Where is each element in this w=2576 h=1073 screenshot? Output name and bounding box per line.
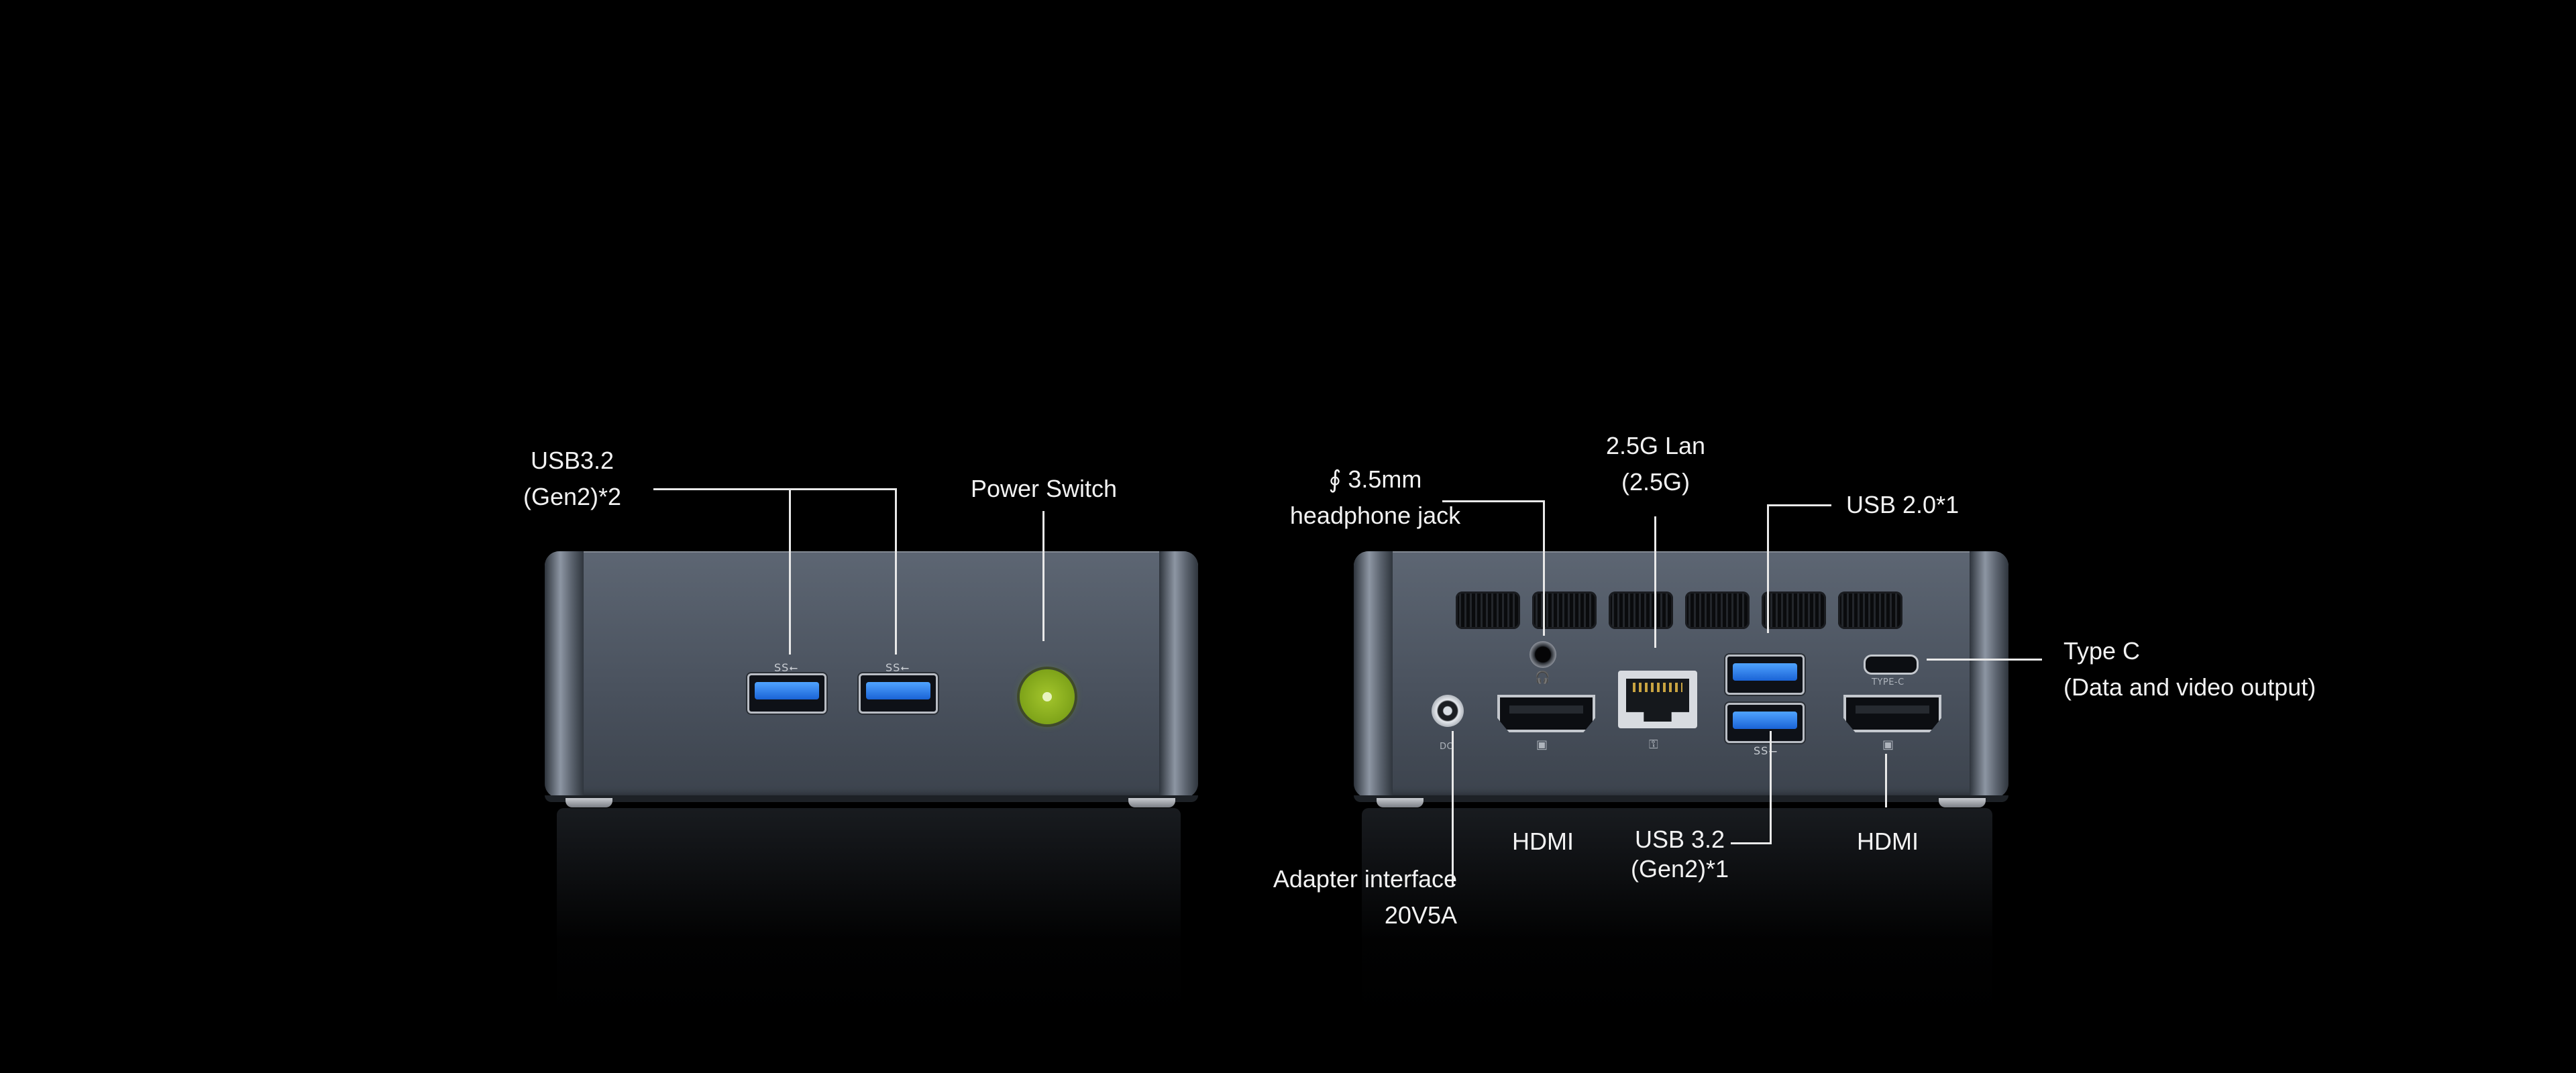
headphone-jack xyxy=(1529,641,1556,668)
vent-grille xyxy=(1456,591,1520,629)
front-device-left-edge xyxy=(545,551,584,798)
adapter-label-line1: Adapter interface xyxy=(1273,865,1457,893)
usb-port-tongue xyxy=(755,682,819,699)
lan-label: 2.5G Lan (2.5G) xyxy=(1583,428,1728,500)
hdmi-icon: ▣ xyxy=(1882,738,1894,752)
rear-device-right-edge xyxy=(1970,551,2008,798)
power-switch-label: Power Switch xyxy=(953,471,1135,507)
lan-callout-line xyxy=(1654,516,1656,648)
adapter-label-line2: 20V5A xyxy=(1384,901,1457,929)
vent-grille xyxy=(1838,591,1902,629)
usb-port-tongue xyxy=(866,682,930,699)
type-c-label-line1: Type C xyxy=(2063,637,2141,665)
power-led xyxy=(1042,692,1052,701)
type-c-label-line2: (Data and video output) xyxy=(2063,673,2316,701)
rear-device-bottom xyxy=(1354,795,2008,802)
usb-callout-drop-1 xyxy=(789,488,791,655)
rear-device-foot-left xyxy=(1377,798,1424,807)
lan-label-line2: (2.5G) xyxy=(1621,468,1690,496)
vent-grille xyxy=(1762,591,1826,629)
hdmi-right-label: HDMI xyxy=(1841,824,1935,860)
hdmi-port-right xyxy=(1843,695,1941,732)
usb-logo-icon: SS⭠ xyxy=(774,661,799,674)
usb-callout-horizontal xyxy=(653,488,896,490)
headphone-callout-drop xyxy=(1543,500,1545,636)
rear-usb2-port xyxy=(1725,655,1805,695)
lan-label-line1: 2.5G Lan xyxy=(1605,432,1706,459)
usb32-rear-label: USB 3.2 (Gen2)*1 xyxy=(1621,825,1739,884)
usb32-rear-label-line1: USB 3.2 xyxy=(1634,826,1725,853)
rear-device: DC 🎧 ▣ ⚿ SS⭠ TYPE-C ▣ xyxy=(1354,551,2008,802)
usb-callout-drop-2 xyxy=(895,488,897,655)
type-c-label: Type C (Data and video output) xyxy=(2063,633,2316,705)
usb32-front-label-line1: USB3.2 xyxy=(530,447,614,474)
usb32-callout-horizontal xyxy=(1731,842,1772,844)
usb-logo-icon: SS⭠ xyxy=(1754,744,1778,757)
front-device-right-edge xyxy=(1159,551,1198,798)
rear-device-left-edge xyxy=(1354,551,1393,798)
front-device-foot-right xyxy=(1128,798,1175,807)
usb32-rear-label-line2: (Gen2)*1 xyxy=(1630,855,1729,883)
usb2-label-text: USB 2.0*1 xyxy=(1846,491,1960,518)
hdmi-right-callout-line xyxy=(1885,754,1887,807)
usb2-callout-horizontal xyxy=(1767,504,1831,506)
front-device: SS⭠ SS⭠ xyxy=(545,551,1198,802)
rear-usb32-port xyxy=(1725,703,1805,743)
usb-logo-icon: SS⭠ xyxy=(885,661,910,674)
power-callout-line xyxy=(1042,511,1044,641)
rear-device-reflection xyxy=(1362,808,1992,1029)
power-switch-label-text: Power Switch xyxy=(970,475,1118,502)
front-device-reflection xyxy=(557,808,1181,1029)
hdmi-port-inner xyxy=(1856,705,1929,714)
ethernet-port xyxy=(1618,671,1697,728)
usb2-label: USB 2.0*1 xyxy=(1846,487,1959,523)
usb-port-tongue xyxy=(1733,663,1797,681)
front-usb-port-1 xyxy=(747,673,826,714)
hdmi-left-label: HDMI xyxy=(1496,824,1590,860)
vent-grille xyxy=(1532,591,1597,629)
adapter-callout-line xyxy=(1452,731,1454,887)
usb-port-tongue xyxy=(1733,712,1797,729)
headphone-icon: 🎧 xyxy=(1535,671,1550,685)
rear-device-foot-right xyxy=(1939,798,1986,807)
hdmi-left-label-text: HDMI xyxy=(1512,828,1574,855)
type-c-port xyxy=(1864,655,1919,675)
usb32-front-label-line2: (Gen2)*2 xyxy=(523,483,622,510)
headphone-label: ∮ 3.5mm headphone jack xyxy=(1275,461,1476,534)
front-usb-port-2 xyxy=(859,673,938,714)
type-c-port-marking: TYPE-C xyxy=(1872,677,1904,687)
ethernet-port-pins xyxy=(1633,683,1682,692)
hdmi-port-left xyxy=(1497,695,1595,732)
dc-port-marking: DC xyxy=(1440,742,1454,752)
power-button-icon xyxy=(1020,669,1075,724)
typec-callout-line xyxy=(1927,659,2042,661)
hdmi-icon: ▣ xyxy=(1536,738,1548,752)
headphone-label-line1: ∮ 3.5mm xyxy=(1328,465,1422,493)
adapter-label: Adapter interface 20V5A xyxy=(1234,861,1457,934)
network-icon: ⚿ xyxy=(1649,738,1658,752)
headphone-callout-horizontal xyxy=(1442,500,1544,502)
vent-grille xyxy=(1685,591,1750,629)
headphone-label-line2: headphone jack xyxy=(1289,502,1461,529)
front-device-bottom xyxy=(545,795,1198,802)
usb2-callout-drop xyxy=(1767,504,1769,633)
hdmi-port-inner xyxy=(1509,705,1583,714)
usb32-front-label: USB3.2 (Gen2)*2 xyxy=(510,443,635,515)
dc-power-jack xyxy=(1432,695,1464,727)
vent-grille xyxy=(1609,591,1673,629)
front-device-foot-left xyxy=(566,798,612,807)
usb32-callout-drop xyxy=(1770,731,1772,844)
hdmi-right-label-text: HDMI xyxy=(1857,828,1919,855)
